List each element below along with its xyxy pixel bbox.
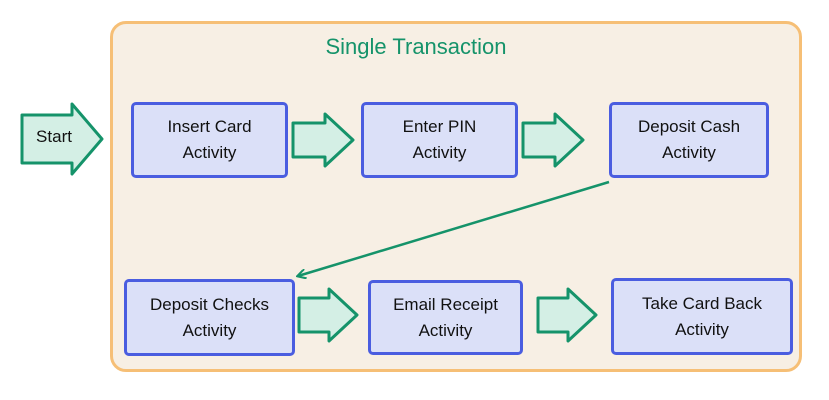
activity-label-line2: Activity	[662, 143, 716, 162]
activity-deposit-cash: Deposit Cash Activity	[609, 102, 769, 178]
connector-cash-to-checks	[298, 180, 610, 276]
activity-insert-card: Insert Card Activity	[131, 102, 288, 178]
activity-label-line1: Email Receipt	[393, 294, 498, 314]
activity-take-card-back: Take Card Back Activity	[611, 278, 793, 355]
activity-label-line2: Activity	[675, 319, 729, 339]
flow-arrow-receipt-to-takecard	[536, 287, 598, 343]
container-title: Single Transaction	[325, 34, 507, 59]
activity-deposit-checks: Deposit Checks Activity	[124, 279, 295, 356]
start-label: Start	[36, 127, 72, 146]
flow-arrow-pin-to-cash	[521, 112, 585, 168]
start-arrow	[20, 102, 104, 176]
activity-label-line1: Deposit Checks	[149, 294, 270, 314]
flow-arrow-insert-to-pin	[291, 112, 355, 168]
activity-label-line1: Take Card Back	[642, 293, 762, 313]
activity-label-line2: Activity	[418, 320, 473, 340]
activity-label-line2: Activity	[412, 143, 467, 162]
activity-label-line2: Activity	[182, 320, 237, 340]
flow-arrow-checks-to-receipt	[297, 287, 359, 343]
activity-label-line1: Insert Card	[167, 117, 252, 136]
activity-label-line1: Enter PIN	[402, 117, 477, 136]
activity-email-receipt: Email Receipt Activity	[368, 280, 523, 355]
activity-enter-pin: Enter PIN Activity	[361, 102, 518, 178]
activity-label-line2: Activity	[182, 143, 237, 162]
activity-label-line1: Deposit Cash	[637, 117, 741, 136]
